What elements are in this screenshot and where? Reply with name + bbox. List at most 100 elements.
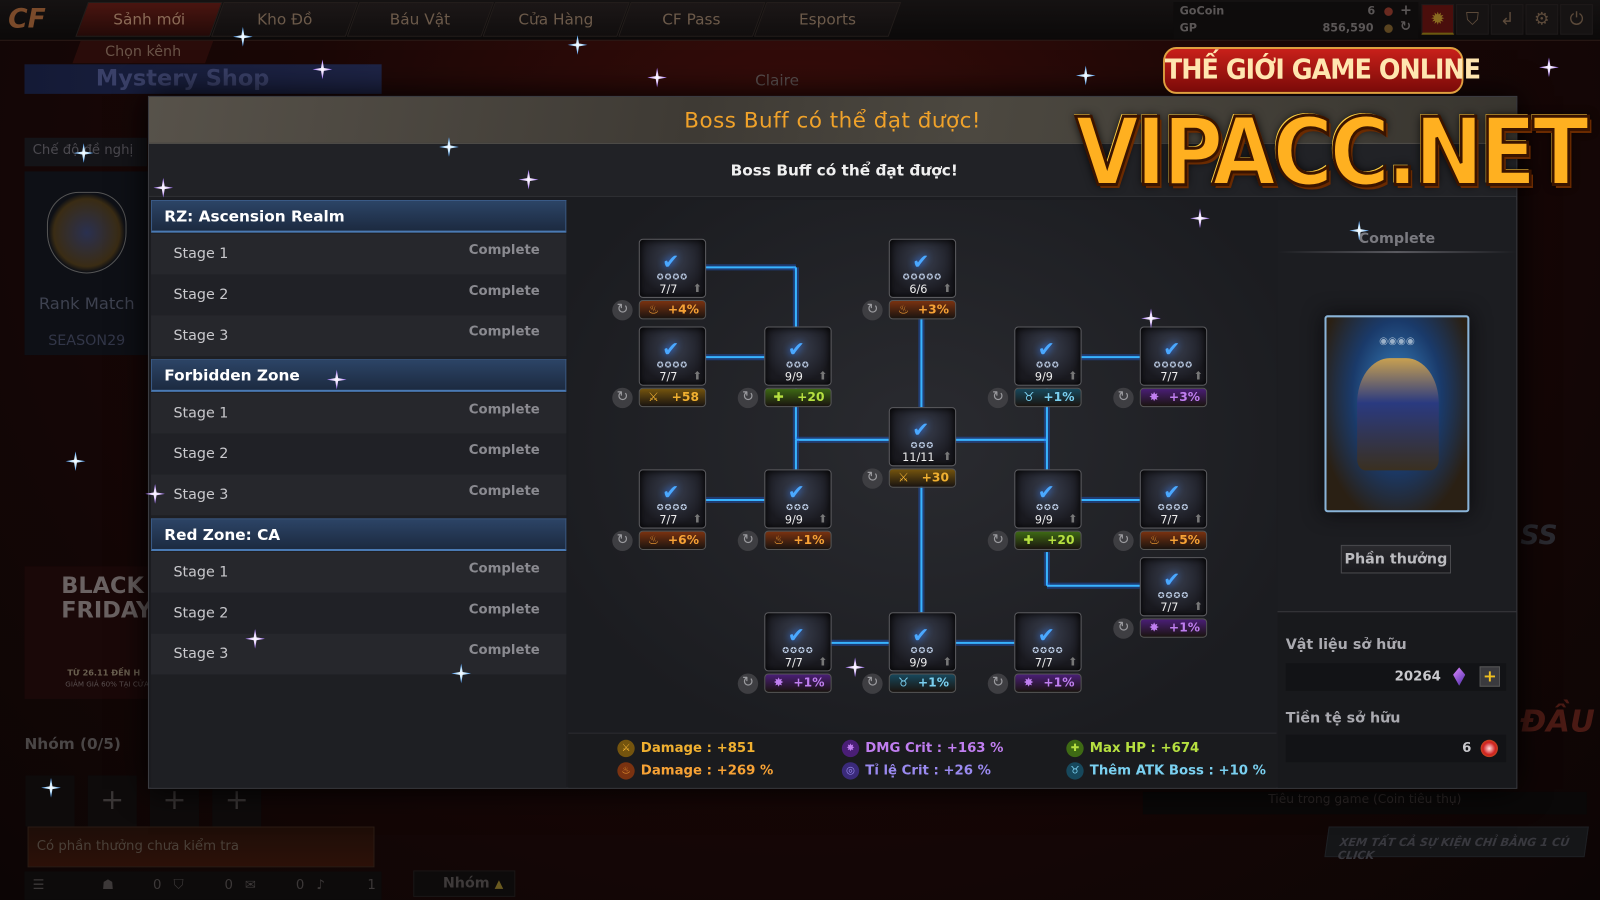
reset-icon[interactable]: ↻ (862, 673, 883, 694)
boss-node[interactable]: ✔✪✪✪✪7/7⬆ (1014, 612, 1082, 672)
boss-node[interactable]: ✔✪✪✪✪7/7⬆ (638, 238, 707, 298)
boss-node[interactable]: ✔✪✪✪9/9⬆ (1014, 469, 1082, 529)
party-button-label: Nhóm (442, 875, 490, 892)
add-gocoin-icon[interactable]: + (1399, 2, 1412, 19)
black-friday-banner[interactable]: BLACK FRIDAY TỪ 26.11 ĐẾN H GIẢM GIÁ 60%… (24, 566, 152, 699)
star-rating: ✪✪✪ (1036, 503, 1060, 513)
menu-icon[interactable]: ☰ (32, 877, 45, 893)
star-rating: ✪✪✪ (1036, 360, 1060, 370)
reset-icon[interactable]: ↻ (737, 673, 759, 694)
boss-node[interactable]: ✔✪✪✪11/11⬆ (888, 407, 957, 467)
party-slot[interactable] (25, 775, 75, 827)
nav-tab-treasure[interactable]: Báu Vật (346, 2, 495, 37)
upgrade-arrow-icon[interactable]: ⬆ (1068, 655, 1078, 669)
gp-icon: ● (1383, 21, 1394, 35)
reset-icon[interactable]: ↻ (612, 530, 633, 552)
clan-shield-icon[interactable]: ⛉ (173, 877, 184, 893)
boss-node[interactable]: ✔✪✪✪✪7/7⬆ (1139, 557, 1208, 617)
section-header[interactable]: Forbidden Zone (151, 359, 567, 392)
boss-node[interactable]: ✔✪✪✪✪7/7⬆ (638, 326, 707, 386)
upgrade-arrow-icon[interactable]: ⬆ (692, 369, 703, 383)
nav-tab-shop[interactable]: Cửa Hàng (482, 2, 630, 37)
rank-match-panel[interactable]: Rank Match SEASON29 (24, 171, 149, 356)
power-icon[interactable]: ⏻ (1560, 4, 1593, 35)
boss-node[interactable]: ✔✪✪✪9/9⬆ (764, 326, 832, 386)
reset-icon[interactable]: ↻ (1113, 530, 1134, 552)
reset-icon[interactable]: ↻ (1113, 387, 1134, 409)
clan-count: 0 (224, 877, 233, 893)
boss-node[interactable]: ✔✪✪✪9/9⬆ (764, 469, 832, 529)
boss-node[interactable]: ✔✪✪✪✪7/7⬆ (638, 469, 707, 529)
sparkle-icon (65, 451, 86, 472)
coin-spend-label[interactable]: Tiêu trong game (Coin tiêu thụ) (1142, 791, 1587, 815)
friends-icon[interactable]: ☗ (102, 877, 114, 893)
speaker-icon[interactable]: ♪ (316, 877, 325, 893)
reward-notice-bar[interactable]: Có phần thưởng chưa kiểm tra (27, 826, 375, 868)
section-header[interactable]: Red Zone: CA (151, 518, 567, 552)
upgrade-arrow-icon[interactable]: ⬆ (1068, 369, 1078, 383)
upgrade-arrow-icon[interactable]: ⬆ (1193, 599, 1204, 614)
party-slot-add[interactable]: + (87, 775, 137, 827)
boss-node[interactable]: ✔✪✪✪✪✪7/7⬆ (1139, 326, 1208, 386)
channel-select-button[interactable]: Chọn kênh (72, 40, 214, 64)
upgrade-arrow-icon[interactable]: ⬆ (1193, 512, 1204, 526)
upgrade-arrow-icon[interactable]: ⬆ (942, 655, 953, 669)
reset-icon[interactable]: ↻ (612, 387, 633, 409)
boss-node[interactable]: ✔✪✪✪✪7/7⬆ (1139, 469, 1208, 529)
reward-character-card[interactable]: ◉◉◉◉ (1324, 315, 1470, 513)
upgrade-arrow-icon[interactable]: ⬆ (818, 512, 828, 526)
boss-node[interactable]: ✔✪✪✪✪7/7⬆ (764, 612, 832, 672)
nav-tab-inventory[interactable]: Kho Đồ (211, 2, 359, 37)
upgrade-arrow-icon[interactable]: ⬆ (942, 449, 953, 464)
reset-icon[interactable]: ↻ (737, 387, 759, 409)
exit-room-icon[interactable]: ↲ (1490, 4, 1524, 35)
boss-node[interactable]: ✔✪✪✪9/9⬆ (1014, 326, 1082, 386)
reset-icon[interactable]: ↻ (987, 673, 1009, 694)
reward-button[interactable]: Phần thưởng (1340, 544, 1452, 574)
all-events-button[interactable]: XEM TẤT CẢ SỰ KIỆN CHỈ BẰNG 1 CÚ CLICK (1324, 826, 1589, 862)
shield-icon[interactable]: ⛉ (1456, 4, 1489, 35)
reset-icon[interactable]: ↻ (862, 468, 883, 489)
clan-emblem-icon[interactable]: ✹ (1421, 4, 1455, 35)
tree-connectors (705, 264, 1140, 646)
start-button[interactable]: ĐẦU (1520, 704, 1595, 740)
upgrade-arrow-icon[interactable]: ⬆ (692, 512, 703, 526)
boss-node[interactable]: ✔✪✪✪9/9⬆ (888, 612, 957, 672)
gear-icon[interactable]: ⚙ (1525, 4, 1559, 35)
reset-icon[interactable]: ↻ (612, 299, 633, 321)
channel-select-label: Chọn kênh (104, 43, 181, 61)
section-header[interactable]: RZ: Ascension Realm (151, 199, 567, 233)
buff-value: +1% (793, 675, 825, 690)
refresh-gp-icon[interactable]: ↻ (1399, 19, 1412, 35)
reset-icon[interactable]: ↻ (987, 387, 1009, 409)
reset-icon[interactable]: ↻ (1113, 618, 1134, 639)
stage-name: Stage 2 (173, 605, 229, 622)
upgrade-arrow-icon[interactable]: ⬆ (1193, 369, 1204, 383)
reset-icon[interactable]: ↻ (737, 530, 759, 552)
nav-tab-cf-pass[interactable]: CF Pass (618, 2, 766, 37)
nav-tab-esports[interactable]: Esports (753, 2, 902, 37)
party-button[interactable]: Nhóm ▲ (413, 870, 516, 897)
upgrade-arrow-icon[interactable]: ⬆ (818, 369, 828, 383)
crossfire-logo[interactable]: CF (8, 4, 46, 35)
nav-tab-lobby[interactable]: Sảnh mới (75, 2, 223, 37)
boss-node[interactable]: ✔✪✪✪✪✪6/6⬆ (888, 238, 957, 298)
upgrade-arrow-icon[interactable]: ⬆ (1068, 512, 1078, 526)
node-progress: 9/9 (1034, 370, 1053, 384)
reset-icon[interactable]: ↻ (862, 299, 883, 321)
chat-icon[interactable]: ✉ (244, 877, 257, 893)
upgrade-arrow-icon[interactable]: ⬆ (818, 655, 828, 669)
add-material-button[interactable]: + (1479, 666, 1500, 687)
upgrade-arrow-icon[interactable]: ⬆ (692, 281, 703, 295)
reset-icon[interactable]: ↻ (987, 530, 1009, 552)
upgrade-arrow-icon[interactable]: ⬆ (942, 281, 953, 295)
